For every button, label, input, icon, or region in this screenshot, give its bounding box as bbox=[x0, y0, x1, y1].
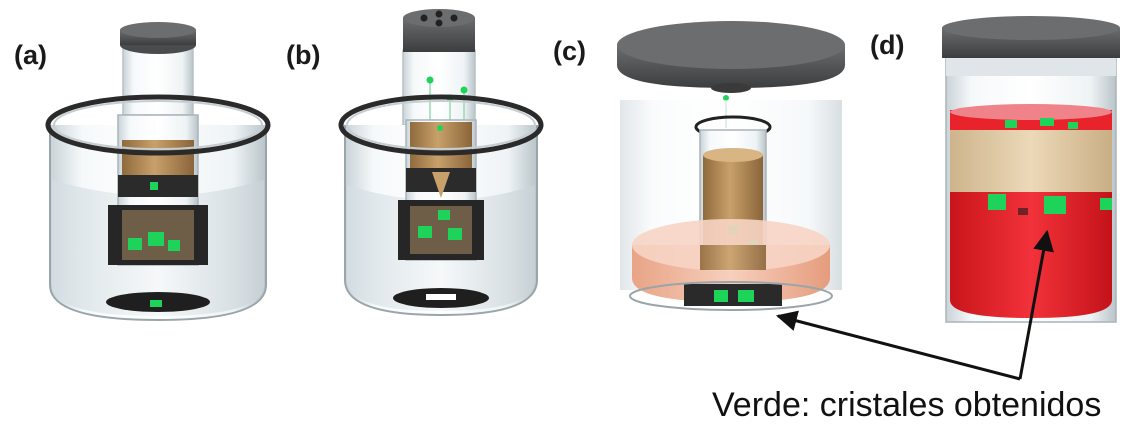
dish-lid-top bbox=[617, 21, 845, 69]
jar-thread bbox=[946, 58, 1116, 76]
vapor-droplet bbox=[460, 86, 468, 94]
crystal bbox=[738, 290, 754, 302]
jar-rim-inner bbox=[53, 100, 263, 150]
crystal bbox=[1044, 196, 1066, 214]
jar-rim bbox=[45, 94, 271, 156]
panel-label-c: (c) bbox=[553, 36, 586, 66]
crystal bbox=[168, 240, 180, 251]
cap-vent-hole bbox=[435, 10, 443, 18]
crystal bbox=[418, 226, 432, 238]
red-liquid bbox=[950, 192, 1112, 318]
panel-d-layered-jar bbox=[942, 16, 1120, 323]
red-top-surface bbox=[950, 104, 1112, 120]
crystal-nucleus bbox=[437, 125, 443, 131]
crystal bbox=[150, 300, 162, 307]
crystal bbox=[1005, 120, 1017, 128]
crystal bbox=[438, 210, 450, 220]
jar-rim-inner bbox=[346, 100, 536, 150]
cap-vent-hole bbox=[435, 19, 443, 27]
cap-vent-hole bbox=[450, 14, 458, 22]
inner-vial-neck bbox=[122, 44, 194, 116]
lid-knob bbox=[711, 83, 751, 93]
crystal bbox=[1040, 118, 1054, 126]
crystal bbox=[714, 290, 728, 302]
base-highlight bbox=[426, 294, 456, 300]
vapor-droplet bbox=[723, 95, 729, 101]
dish-base-rim bbox=[629, 281, 833, 311]
panel-a-vapor-diffusion-closed bbox=[45, 22, 271, 322]
arrow-to-panel-d-crystals bbox=[1018, 229, 1054, 380]
crystal bbox=[1068, 122, 1078, 129]
vial-cap-top bbox=[120, 22, 196, 38]
crystal bbox=[128, 238, 142, 250]
panel-c-layered-dish bbox=[617, 21, 845, 311]
panel-label-d: (d) bbox=[870, 30, 905, 60]
cap-vent-hole bbox=[420, 14, 428, 22]
arrow-to-panel-c-crystals bbox=[775, 310, 1021, 381]
beige-layer bbox=[950, 130, 1112, 192]
crystal bbox=[150, 182, 158, 190]
vapor-droplet bbox=[426, 76, 434, 84]
solution-surface bbox=[703, 148, 763, 162]
panel-label-a: (a) bbox=[14, 40, 47, 70]
vial-in-dish bbox=[700, 245, 766, 270]
funnel-tip bbox=[432, 172, 450, 198]
vented-cap-top bbox=[403, 9, 475, 27]
crystal bbox=[988, 194, 1006, 210]
crystal-shadow bbox=[1018, 208, 1028, 215]
solution-layer bbox=[122, 140, 194, 180]
panel-b-vapor-diffusion-vented bbox=[338, 9, 544, 317]
crystal bbox=[448, 228, 462, 240]
jar-rim bbox=[338, 94, 544, 156]
dish-holder bbox=[684, 284, 782, 306]
panel-label-b: (b) bbox=[286, 40, 321, 70]
crystal bbox=[1100, 198, 1112, 210]
jar-lid-top bbox=[942, 16, 1120, 40]
legend-caption: Verde: cristales obtenidos bbox=[712, 386, 1102, 424]
crystal bbox=[148, 232, 164, 246]
